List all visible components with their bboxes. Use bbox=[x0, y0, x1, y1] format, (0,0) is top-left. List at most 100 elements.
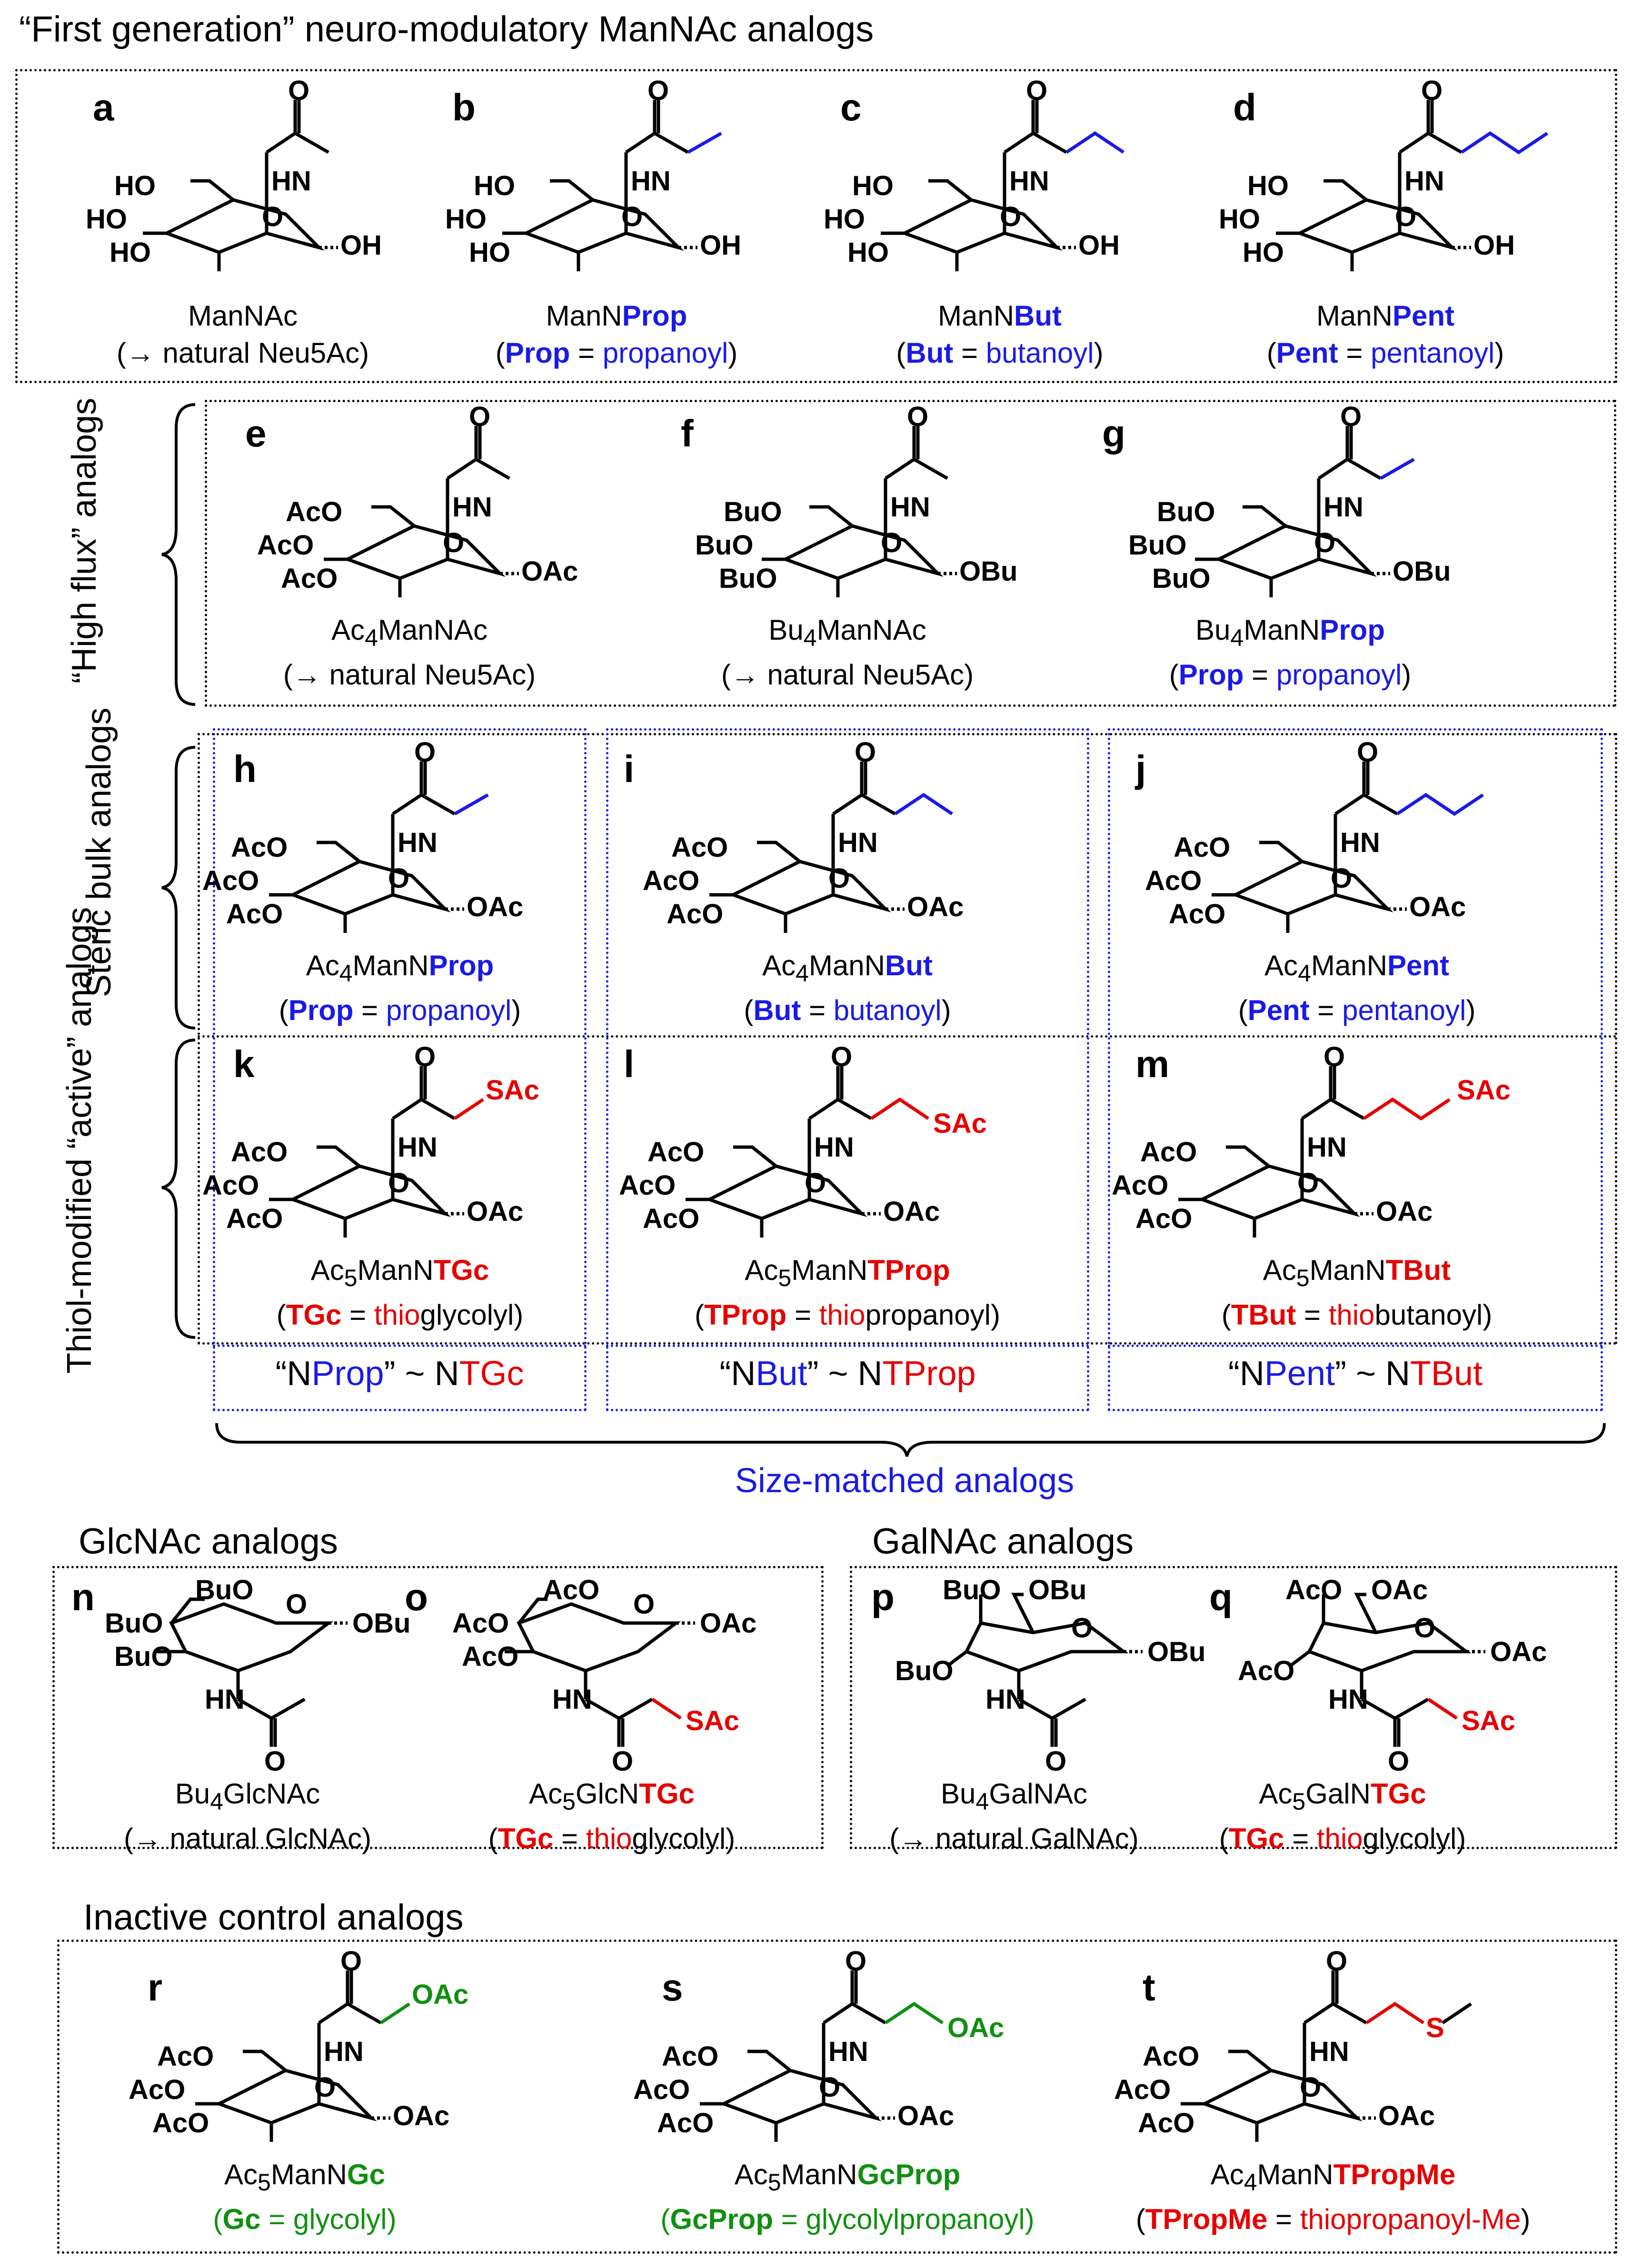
compound-t-eq: = bbox=[1267, 2203, 1300, 2235]
compound-t-close: ) bbox=[1521, 2203, 1531, 2235]
oac-label-1: OAc bbox=[1378, 2100, 1435, 2131]
compound-o-eq: = bbox=[553, 1822, 586, 1854]
compound-c-letter: c bbox=[840, 86, 862, 129]
aco-label-6: AcO bbox=[543, 1575, 599, 1605]
compound-p: p BuO OBu BuO O OBu HN O Bu4GalNAc (→ na… bbox=[857, 1571, 1228, 1854]
compound-l-letter: l bbox=[624, 1043, 635, 1085]
ring-o-label: O bbox=[1071, 1613, 1093, 1644]
size-label-1-mid: ” ~ N bbox=[384, 1355, 459, 1393]
ring-o-label: O bbox=[819, 2072, 840, 2103]
compound-n-structure: BuO BuO BuO O OBu HN O bbox=[105, 1575, 410, 1777]
ho-label-3: HO bbox=[847, 237, 889, 268]
size-label-3-pre: “N bbox=[1228, 1355, 1264, 1393]
compound-g-full: propanoyl bbox=[1276, 659, 1402, 691]
compound-j-name-em: Pent bbox=[1387, 950, 1449, 981]
compound-m: m SAc HN O AcO AcO AcO O OAc Ac5ManNTBut… bbox=[1112, 1041, 1602, 1342]
buo-label-4: BuO bbox=[1128, 530, 1186, 561]
aco-label-6: AcO bbox=[662, 2041, 718, 2072]
compound-e-name-post: ManNAc bbox=[378, 614, 488, 646]
carbonyl-o-label: O bbox=[264, 1746, 286, 1777]
compound-g-sub: 4 bbox=[1230, 624, 1244, 651]
compound-g: g HN O BuO BuO BuO O OBu Bu4ManNProp (Pr… bbox=[1100, 401, 1576, 702]
compound-d: d HN O HO HO HO O OH ManNPent (Pent = pe… bbox=[1214, 75, 1604, 376]
compound-o: o AcO AcO AcO O OAc HN O SAc Ac5GlcNTGc … bbox=[405, 1571, 819, 1854]
compound-h-structure: HN O AcO AcO AcO O OAc bbox=[202, 737, 523, 957]
compound-p-name-post: GalNAc bbox=[989, 1778, 1087, 1810]
compound-i-caption: Ac4ManNBut (But = butanoyl) bbox=[609, 947, 1085, 1029]
compound-i-abbr: But bbox=[753, 994, 801, 1026]
compound-c-close: ) bbox=[1094, 337, 1104, 369]
compound-n-desc: (→ natural GlcNAc) bbox=[123, 1822, 372, 1854]
compound-g-abbr: Prop bbox=[1178, 659, 1244, 691]
aco-label-4: AcO bbox=[633, 2074, 690, 2105]
carbonyl-o-label: O bbox=[288, 75, 309, 106]
high-flux-brace bbox=[161, 403, 196, 706]
compound-o-open: ( bbox=[488, 1822, 498, 1854]
glcnac-box bbox=[52, 1566, 824, 1849]
compound-j-open: ( bbox=[1238, 994, 1248, 1026]
compound-b-structure: HN O HO HO HO O OH bbox=[445, 75, 741, 300]
compound-r-full: glycolyl bbox=[293, 2203, 387, 2235]
compound-k-close: ) bbox=[514, 1299, 524, 1331]
hn-label: HN bbox=[1309, 2036, 1349, 2067]
ring-o-label: O bbox=[388, 863, 409, 894]
compound-e-structure: HN O AcO AcO AcO O OAc bbox=[257, 401, 578, 626]
ring-o-label: O bbox=[621, 201, 643, 232]
size-label-3: “NPent” ~ NTBut bbox=[1108, 1354, 1603, 1393]
hn-label: HN bbox=[552, 1684, 592, 1715]
compound-l-full: propanoyl bbox=[865, 1299, 991, 1331]
carbonyl-o-label: O bbox=[1388, 1746, 1409, 1777]
aco-label-4: AcO bbox=[1285, 1575, 1342, 1605]
compound-c-caption: ManNBut (But = butanoyl) bbox=[819, 297, 1181, 372]
hn-label: HN bbox=[452, 492, 492, 523]
compound-d-name-em: Pent bbox=[1393, 300, 1455, 332]
compound-n-sub: 4 bbox=[210, 1788, 223, 1815]
compound-d-full: pentanoyl bbox=[1371, 337, 1495, 369]
ring-o-label: O bbox=[633, 1589, 655, 1620]
compound-h-name-pre: Ac bbox=[306, 950, 339, 981]
compound-k-abbr: TGc bbox=[286, 1299, 342, 1331]
compound-n: n BuO BuO BuO O OBu HN O Bu4GlcNAc (→ na… bbox=[62, 1571, 433, 1854]
hn-label: HN bbox=[1340, 827, 1380, 858]
compound-m-name-pre: Ac bbox=[1263, 1254, 1296, 1286]
compound-r-caption: Ac5ManNGc (Gc = glycolyl) bbox=[124, 2156, 486, 2238]
compound-a-letter: a bbox=[93, 86, 114, 129]
compound-f-sub: 4 bbox=[803, 624, 817, 651]
buo-label-6: BuO bbox=[1157, 496, 1215, 527]
compound-f-structure: HN O BuO BuO BuO O OBu bbox=[695, 401, 1017, 626]
compound-i-structure: HN O AcO AcO AcO O OAc bbox=[643, 737, 964, 957]
compound-l-close: ) bbox=[991, 1299, 1000, 1331]
compound-r: r OAc HN O AcO AcO AcO O OAc Ac5ManNGc (… bbox=[124, 1946, 552, 2251]
compound-k-structure: HN O SAc AcO AcO AcO O OAc bbox=[202, 1041, 539, 1261]
green-oac-label: OAc bbox=[412, 1979, 468, 2010]
compound-a: a HN O HO HO HO O OH ManNAc (→ natural N… bbox=[71, 75, 414, 376]
compound-f-name-pre: Bu bbox=[768, 614, 804, 646]
ho-label-3: HO bbox=[109, 237, 151, 268]
size-match-column-3 bbox=[1108, 728, 1603, 1411]
compound-j-name-post: ManN bbox=[1311, 950, 1387, 981]
ho-label-4: HO bbox=[824, 204, 865, 235]
compound-h-full: propanoyl bbox=[386, 994, 512, 1026]
size-matched-label: Size-matched analogs bbox=[735, 1462, 1075, 1500]
compound-j-abbr: Pent bbox=[1247, 994, 1310, 1026]
compound-i: i HN O AcO AcO AcO O OAc Ac4ManNBut (But… bbox=[609, 737, 1085, 1033]
compound-s-close: ) bbox=[1025, 2203, 1035, 2235]
compound-q-name-pre: Ac bbox=[1259, 1778, 1293, 1810]
carbonyl-o-label: O bbox=[414, 737, 436, 768]
hn-label: HN bbox=[1009, 166, 1049, 197]
compound-n-name-pre: Bu bbox=[175, 1778, 210, 1810]
size-match-column-1 bbox=[213, 728, 587, 1411]
compound-l-name-em: TProp bbox=[867, 1254, 950, 1286]
hn-label: HN bbox=[1328, 1684, 1368, 1715]
compound-f: f HN O BuO BuO BuO O OBu Bu4ManNAc (→ na… bbox=[667, 401, 1095, 702]
compound-d-abbr: Pent bbox=[1276, 337, 1338, 369]
compound-p-letter: p bbox=[871, 1576, 895, 1618]
compound-q-letter: q bbox=[1209, 1576, 1233, 1618]
compound-s-structure: OAc HN O AcO AcO AcO O OAc bbox=[633, 1946, 1004, 2175]
compound-m-open: ( bbox=[1221, 1299, 1231, 1331]
sac-label: SAc bbox=[933, 1108, 987, 1139]
hn-label: HN bbox=[324, 2036, 364, 2067]
compound-l-sub: 5 bbox=[778, 1265, 792, 1291]
compound-g-name-pre: Bu bbox=[1195, 614, 1231, 646]
compound-a-structure: HN O HO HO HO O OH bbox=[86, 75, 382, 300]
